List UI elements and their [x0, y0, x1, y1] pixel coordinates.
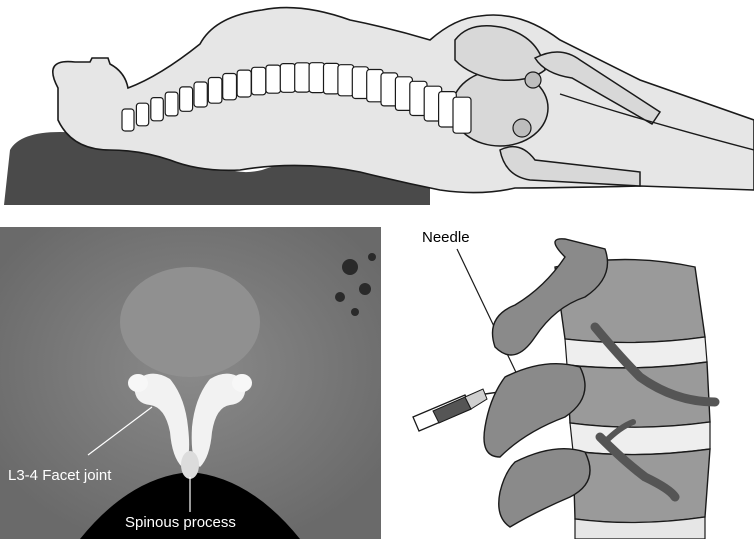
vertebra — [223, 74, 237, 100]
vertebra — [136, 103, 148, 126]
syringe — [413, 389, 487, 431]
ct-vertebral-body — [120, 267, 260, 377]
vertebra — [295, 63, 310, 92]
facet-joint-label: L3-4 Facet joint — [8, 467, 111, 484]
vertebra — [453, 97, 471, 133]
vertebra — [180, 87, 193, 111]
vertebra — [208, 78, 222, 104]
intervertebral-disc-2 — [570, 422, 710, 455]
vertebra — [324, 63, 340, 94]
vertebra — [237, 70, 251, 97]
vertebra — [266, 65, 281, 93]
vertebra — [151, 98, 164, 121]
patient-side-lying-figure — [0, 0, 754, 205]
vertebra — [252, 67, 266, 95]
obturator-foramen — [513, 119, 531, 137]
vertebra — [122, 109, 134, 131]
ct-spinous-tip — [181, 451, 199, 479]
ct-axial-slice — [0, 227, 381, 539]
patient-position-illustration — [0, 0, 754, 205]
vertebra — [309, 63, 324, 93]
vertebra — [165, 92, 178, 116]
middle-posterior-elements — [484, 364, 585, 457]
vertebra — [194, 82, 207, 107]
lumbar-vertebrae-drawing — [405, 227, 754, 539]
vertebra — [338, 65, 354, 96]
sacral-foramen — [525, 72, 541, 88]
lumbar-spine-illustration: Needle — [405, 227, 754, 539]
spinous-process-label: Spinous process — [125, 514, 236, 531]
needle-label: Needle — [422, 229, 470, 246]
vertebra — [352, 67, 368, 99]
ct-scan-image: L3-4 Facet joint Spinous process — [0, 227, 381, 539]
ct-left-facet — [128, 374, 148, 392]
vertebra — [280, 64, 295, 93]
ct-right-facet — [232, 374, 252, 392]
lower-vertebral-body — [573, 449, 710, 523]
